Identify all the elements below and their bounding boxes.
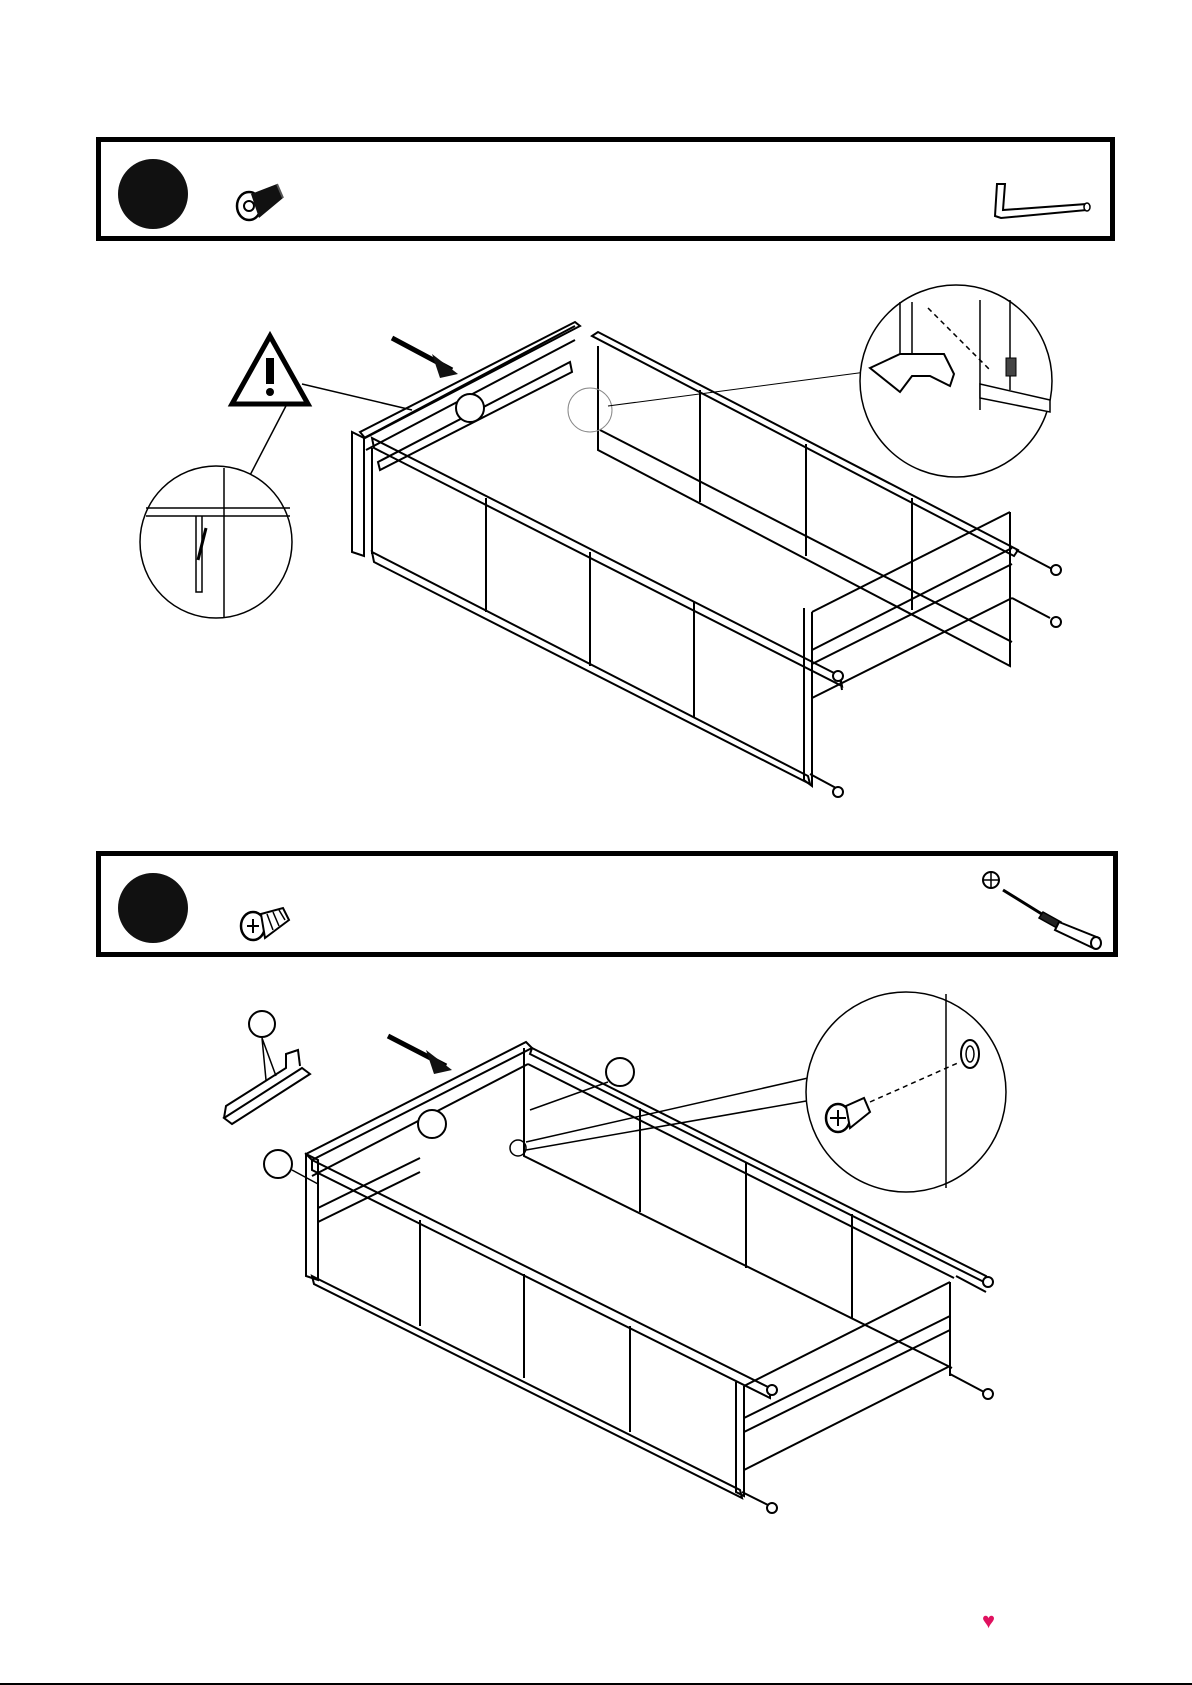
step-2-part-callout-a: [606, 1058, 634, 1086]
step-2-part-callout-c: [264, 1150, 292, 1178]
phillips-screw-icon: [237, 900, 293, 946]
step-1-header: [96, 137, 1115, 241]
allen-key-icon: [991, 180, 1091, 224]
heart-icon: ♥: [982, 1610, 995, 1632]
step-2-bracket-callout: [249, 1011, 275, 1037]
step-1-frame-illustration: [0, 280, 1192, 820]
step-2-part-callout-b: [418, 1110, 446, 1138]
phillips-screwdriver-icon: [981, 866, 1111, 950]
step-2-header: [96, 851, 1118, 957]
step-1-number-badge: [118, 159, 188, 229]
step-1-part-callout: [456, 394, 484, 422]
step-2-number-badge: [118, 873, 188, 943]
step-2-frame-illustration: [0, 980, 1192, 1520]
hex-bolt-icon: [233, 178, 293, 224]
